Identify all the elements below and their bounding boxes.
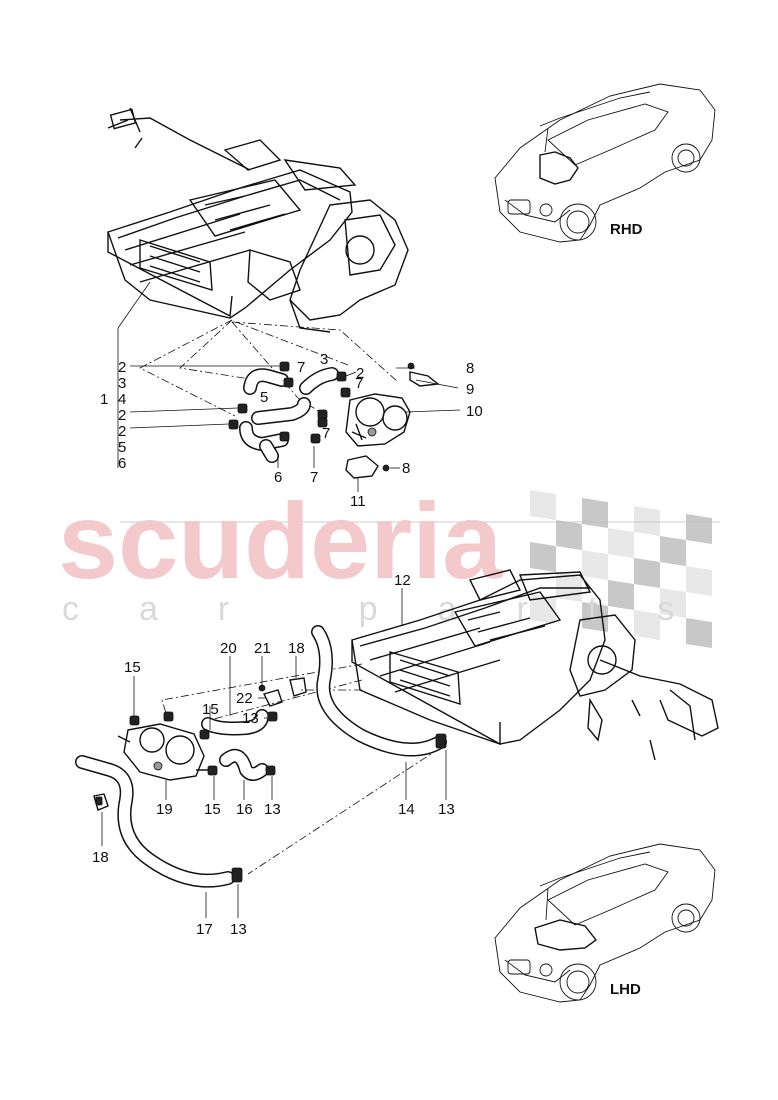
callout-7: 7 xyxy=(355,375,363,392)
callout-15: 15 xyxy=(202,701,219,718)
callout-1: 1 xyxy=(100,391,108,408)
flag-square xyxy=(686,566,712,596)
flag-square xyxy=(530,542,556,572)
callout-4: 4 xyxy=(118,391,126,408)
flag-square xyxy=(608,528,634,558)
callout-2: 2 xyxy=(118,423,126,440)
leader-lines-top xyxy=(129,365,461,492)
callout-17: 17 xyxy=(196,921,213,938)
exploded-guides-top xyxy=(117,281,399,468)
flag-square xyxy=(634,610,660,640)
leader-lines-bottom xyxy=(101,588,447,918)
hvac-unit-lhd xyxy=(351,569,719,761)
callout-13: 13 xyxy=(230,921,247,938)
callout-9: 9 xyxy=(466,381,474,398)
flag-square xyxy=(530,594,556,624)
callout-2: 2 xyxy=(356,365,364,382)
callout-16: 16 xyxy=(236,801,253,818)
callout-22: 22 xyxy=(236,690,253,707)
flag-square xyxy=(608,580,634,610)
callout-20: 20 xyxy=(220,640,237,657)
flag-square xyxy=(634,506,660,536)
variant-label-lhd: LHD xyxy=(610,981,641,998)
flag-square xyxy=(582,498,608,528)
flag-square xyxy=(556,520,582,550)
callout-7: 7 xyxy=(310,469,318,486)
exploded-guides-bottom xyxy=(161,663,441,875)
callout-12: 12 xyxy=(394,572,411,589)
callout-2: 2 xyxy=(118,359,126,376)
callout-15: 15 xyxy=(204,801,221,818)
flag-square xyxy=(660,536,686,566)
callout-19: 19 xyxy=(156,801,173,818)
callout-5: 5 xyxy=(260,389,268,406)
callout-6: 6 xyxy=(118,455,126,472)
callout-18: 18 xyxy=(92,849,109,866)
callout-6: 6 xyxy=(274,469,282,486)
callout-7: 7 xyxy=(322,425,330,442)
callout-7: 7 xyxy=(297,359,305,376)
car-illustration-lhd: LHD xyxy=(494,843,716,1003)
car-illustration-rhd: RHD xyxy=(494,83,716,243)
callout-3: 3 xyxy=(320,351,328,368)
callout-21: 21 xyxy=(254,640,271,657)
callouts-bottom: 12 20 21 18 22 15 15 13 19 15 16 13 14 1… xyxy=(92,572,455,938)
hoses-and-clips-top xyxy=(228,361,440,479)
flag-square xyxy=(660,588,686,618)
flag-square xyxy=(530,490,556,520)
callout-11: 11 xyxy=(350,493,366,510)
callout-5: 5 xyxy=(118,439,126,456)
callout-3: 3 xyxy=(118,375,126,392)
variant-label-rhd: RHD xyxy=(610,221,643,238)
flag-square xyxy=(634,558,660,588)
hoses-bottom xyxy=(75,625,447,888)
callouts-top: 1 2 3 4 2 2 5 6 7 5 6 3 7 7 7 2 8 9 10 8… xyxy=(100,351,483,510)
watermark-checkered-flag xyxy=(530,490,712,648)
callout-18: 18 xyxy=(288,640,305,657)
callout-10: 10 xyxy=(466,403,483,420)
hvac-unit-rhd xyxy=(107,107,409,333)
flag-square xyxy=(686,514,712,544)
callout-14: 14 xyxy=(398,801,415,818)
callout-13: 13 xyxy=(438,801,455,818)
watermark-brand: scuderia xyxy=(58,480,503,601)
callout-13: 13 xyxy=(242,710,259,727)
callout-8: 8 xyxy=(466,360,474,377)
callout-15: 15 xyxy=(124,659,141,676)
callout-13: 13 xyxy=(264,801,281,818)
callout-8: 8 xyxy=(402,460,410,477)
callout-2: 2 xyxy=(118,407,126,424)
watermark-subtitle: car parts xyxy=(62,590,734,628)
flag-square xyxy=(686,618,712,648)
flag-square xyxy=(582,550,608,580)
